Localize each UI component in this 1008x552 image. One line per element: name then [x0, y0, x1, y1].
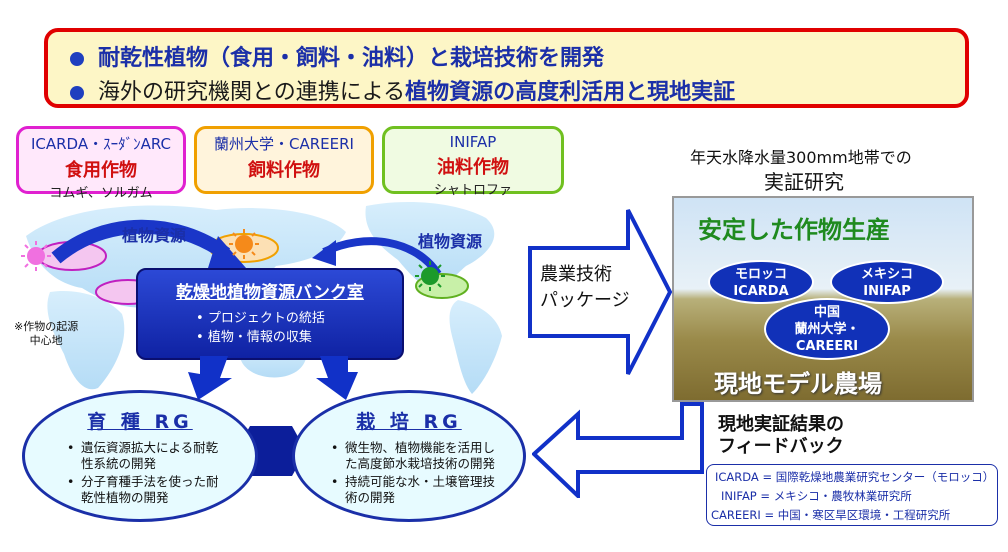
site-china-line-2: 蘭州大学・ [794, 322, 860, 337]
cultivation-rg-items: 微生物、植物機能を活用した高度節水栽培技術の開発 持続可能な水・土壌管理技術の開… [329, 440, 497, 506]
arrow-down-left [188, 356, 232, 400]
summary-banner: 耐乾性植物（食用・飼料・油料）と栽培技術を開発 海外の研究機関との連携による植物… [44, 28, 969, 108]
package-label-line-1: 農業技術 [540, 264, 612, 285]
bullet-icon [70, 52, 84, 66]
site-morocco-line-2: ICARDA [733, 284, 789, 299]
cultivation-rg-item: 持続可能な水・土壌管理技術の開発 [329, 474, 497, 506]
model-farm-label: 現地モデル農場 [714, 370, 882, 398]
arrow-down-right [316, 356, 358, 400]
origin-note-line-2: 中心地 [29, 334, 63, 347]
site-china-line-3: CAREERI [795, 339, 859, 354]
cultivation-rg-title: 栽 培 RG [356, 411, 462, 433]
legend-item: ICARDA = 国際乾燥地農業研究センター（モロッコ） [715, 470, 995, 484]
genebank-item: 植物・情報の収集 [196, 326, 402, 345]
summary-line-2: 海外の研究機関との連携による植物資源の高度利活用と現地実証 [70, 74, 735, 106]
crop-box-food: ICARDA・ｽｰﾀﾞﾝARC 食用作物 コムギ、ソルガム [16, 126, 186, 201]
feedback-label: 現地実証結果の フィードバック [718, 414, 844, 458]
cultivation-rg-item: 微生物、植物機能を活用した高度節水栽培技術の開発 [329, 440, 497, 472]
bullet-icon [70, 86, 84, 100]
resource-arrow-right-head [312, 240, 336, 266]
sun-icon [21, 241, 51, 271]
resource-arrow-left-head [208, 236, 246, 268]
genebank-item: プロジェクトの統括 [196, 307, 402, 326]
crop-examples-label: シャトロファ [433, 183, 512, 198]
crop-examples-label: コムギ、ソルガム [49, 186, 153, 201]
feedback-label-line-2: フィードバック [718, 436, 844, 457]
bank-to-rg-arrows [188, 356, 358, 400]
package-arrow [528, 209, 672, 375]
site-mexico-line-2: INIFAP [863, 284, 911, 299]
feedback-arrow [532, 402, 704, 498]
sun-icon [229, 229, 259, 259]
crop-type-label: 食用作物 [65, 160, 137, 181]
package-label-line-2: パッケージ [540, 290, 630, 311]
crop-box-oil: INIFAP 油料作物 シャトロファ [382, 126, 564, 198]
cultivation-rg: 栽 培 RG 微生物、植物機能を活用した高度節水栽培技術の開発 持続可能な水・土… [292, 390, 526, 522]
field-photo: 安定した作物生産 モロッコ ICARDA メキシコ INIFAP 中国 蘭州大学… [672, 196, 974, 402]
sun-icon [415, 261, 445, 291]
crop-type-label: 油料作物 [437, 157, 509, 178]
breeding-rg-item: 遺伝資源拡大による耐乾性系統の開発 [65, 440, 225, 472]
genebank-box: 乾燥地植物資源バンク室 プロジェクトの統括 植物・情報の収集 [136, 268, 404, 360]
breeding-rg: 育 種 RG 遺伝資源拡大による耐乾性系統の開発 分子育種手法を使った耐乾性植物… [22, 390, 258, 522]
crop-type-label: 飼料作物 [248, 160, 320, 181]
site-mexico: メキシコ INIFAP [830, 260, 944, 304]
crop-org-label: INIFAP [449, 133, 497, 151]
crop-box-feed: 蘭州大学・CAREERI 飼料作物 [194, 126, 374, 194]
breeding-rg-items: 遺伝資源拡大による耐乾性系統の開発 分子育種手法を使った耐乾性植物の開発 [65, 440, 225, 506]
legend-item: CAREERI = 中国・寒区旱区環境・工程研究所 [711, 508, 951, 522]
crop-org-label: 蘭州大学・CAREERI [214, 135, 354, 153]
field-caption-2: 実証研究 [764, 170, 844, 194]
genebank-title: 乾燥地植物資源バンク室 [176, 283, 364, 303]
resource-label-right: 植物資源 [418, 232, 483, 251]
site-morocco: モロッコ ICARDA [708, 260, 814, 304]
legend-item: INIFAP = メキシコ・農牧林業研究所 [721, 489, 912, 503]
field-headline: 安定した作物生産 [698, 216, 890, 244]
resource-arrow-left [51, 219, 231, 264]
field-caption-1: 年天水降水量300mm地帯での [690, 148, 912, 167]
site-china: 中国 蘭州大学・ CAREERI [764, 298, 890, 360]
summary-line-1: 耐乾性植物（食用・飼料・油料）と栽培技術を開発 [70, 40, 604, 72]
origin-note-line-1: ※作物の起源 [14, 320, 79, 333]
site-mexico-line-1: メキシコ [860, 267, 913, 282]
site-china-line-1: 中国 [813, 305, 840, 320]
origin-note: ※作物の起源 中心地 [14, 320, 78, 348]
feedback-label-line-1: 現地実証結果の [718, 414, 844, 435]
breeding-rg-item: 分子育種手法を使った耐乾性植物の開発 [65, 474, 225, 506]
crop-org-label: ICARDA・ｽｰﾀﾞﾝARC [30, 135, 172, 153]
breeding-rg-title: 育 種 RG [87, 411, 193, 433]
genebank-items: プロジェクトの統括 植物・情報の収集 [196, 307, 402, 345]
site-morocco-line-1: モロッコ [734, 267, 787, 282]
package-label: 農業技術 パッケージ [540, 262, 630, 314]
abbreviation-legend: ICARDA = 国際乾燥地農業研究センター（モロッコ） INIFAP = メキ… [706, 464, 998, 526]
resource-label-left: 植物資源 [122, 226, 187, 245]
